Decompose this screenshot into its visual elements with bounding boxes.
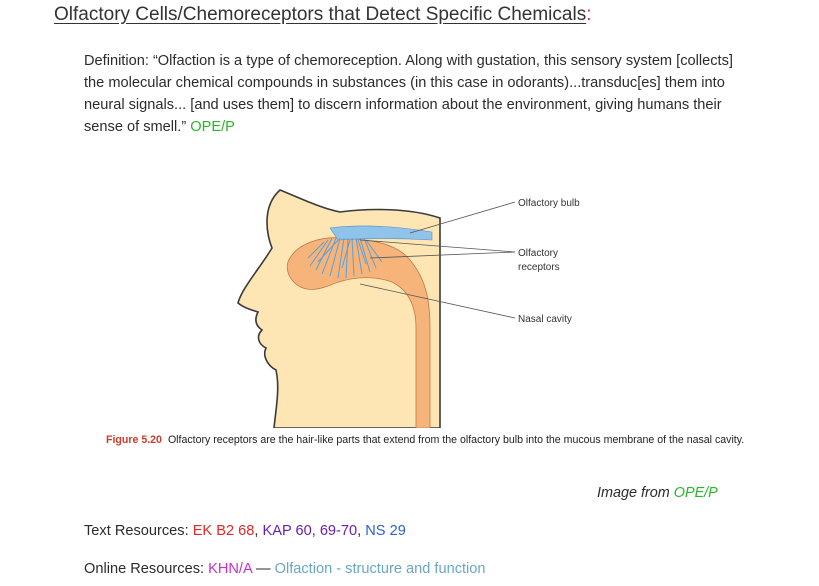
online-resources: Online Resources: KHN/A — Olfaction - st… — [84, 561, 486, 577]
image-credit: Image from OPE/P — [597, 485, 718, 501]
figure-caption-text: Olfactory receptors are the hair-like pa… — [167, 434, 745, 446]
definition-paragraph: Definition: “Olfaction is a type of chem… — [84, 50, 734, 138]
online-resources-label: Online Resources: — [84, 561, 205, 577]
head-silhouette — [237, 189, 441, 429]
label-nasal-cavity: Nasal cavity — [518, 314, 572, 325]
label-olfactory-bulb: Olfactory bulb — [518, 198, 580, 209]
olfactory-receptors — [307, 237, 383, 279]
resource-ek-link[interactable]: EK B2 68 — [192, 523, 255, 539]
resource-separator-2: , — [357, 523, 366, 539]
olfaction-diagram: Olfactory bulb Olfactory receptors Nasal… — [237, 189, 580, 429]
image-credit-prefix: Image from — [597, 485, 670, 501]
online-source-link[interactable]: KHN/A — [208, 561, 252, 577]
definition-text: Definition: “Olfaction is a type of chem… — [84, 53, 733, 135]
text-resources: Text Resources: EK B2 68, KAP 60, 69-70,… — [84, 523, 406, 539]
olfaction-video-link[interactable]: Olfaction - structure and function — [274, 561, 486, 577]
title-colon: : — [586, 4, 592, 25]
resource-ns-link[interactable]: NS 29 — [365, 523, 406, 539]
online-dash: — — [251, 561, 275, 577]
label-olfactory-receptors-2: receptors — [518, 262, 560, 273]
label-olfactory-receptors-1: Olfactory — [518, 248, 558, 259]
figure-number: Figure 5.20 — [106, 434, 162, 446]
resource-separator-1: , — [254, 523, 263, 539]
figure-caption: Figure 5.20 Olfactory receptors are the h… — [106, 434, 756, 447]
image-credit-source-link[interactable]: OPE/P — [673, 485, 718, 501]
olfaction-figure: Olfactory bulb Olfactory receptors Nasal… — [220, 178, 620, 429]
olfactory-bulb-shape — [329, 225, 433, 241]
page-title-text: Olfactory Cells/Chemoreceptors that Dete… — [54, 4, 587, 25]
page-title: Olfactory Cells/Chemoreceptors that Dete… — [54, 4, 591, 26]
text-resources-label: Text Resources: — [84, 523, 189, 539]
resource-kap-link[interactable]: KAP 60, 69-70 — [262, 523, 358, 539]
definition-source-link[interactable]: OPE/P — [190, 119, 235, 135]
